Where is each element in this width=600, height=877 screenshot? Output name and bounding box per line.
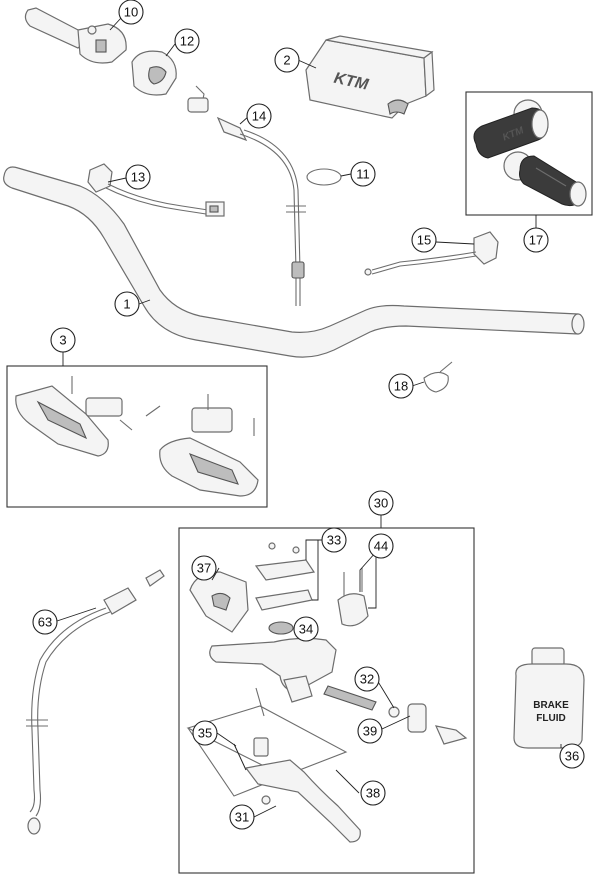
callout-number: 44 [374,539,388,554]
throttle-grip-part [24,7,127,64]
callout-31: 31 [229,804,255,830]
handlebar-pad-part: KTM [305,35,435,119]
brake-fluid-bottle: BRAKE FLUID [513,647,585,749]
callout-32: 32 [354,666,380,692]
callout-number: 2 [283,53,290,68]
callout-number: 31 [235,810,249,825]
grip-lower [503,151,587,207]
leader-lines [56,17,562,818]
handguard-left [15,385,109,457]
callout-15: 15 [411,227,437,253]
piston-kit-part [323,685,468,745]
callout-12: 12 [174,28,200,54]
callout-38: 38 [360,780,386,806]
clamp-part [337,568,369,627]
callout-34: 34 [293,616,319,642]
grip-upper: KTM [473,99,549,159]
clutch-cable-part [26,569,165,835]
cable-tie-part [423,361,453,393]
callout-number: 38 [366,786,380,801]
handguard-mounts [71,376,255,436]
callout-33: 33 [321,527,347,553]
throttle-cable-part [187,85,306,306]
callout-36: 36 [559,743,585,769]
callout-30: 30 [368,490,394,516]
master-cylinder-body [209,637,337,703]
hot-start-switch-part [364,231,499,276]
o-ring-part [306,168,342,186]
callout-number: 34 [299,622,313,637]
callout-44: 44 [368,533,394,559]
callout-number: 12 [180,34,194,49]
callout-10: 10 [118,0,144,25]
callout-number: 35 [198,726,212,741]
adjuster-part [233,687,269,771]
callout-number: 14 [252,109,266,124]
callout-number: 1 [123,297,130,312]
handguard-box [6,365,268,508]
throttle-cover-part [131,50,177,96]
callout-2: 2 [274,47,300,73]
callout-number: 18 [394,379,408,394]
callout-number: 36 [565,749,579,764]
callout-18: 18 [388,373,414,399]
callout-17: 17 [523,227,549,253]
callout-number: 33 [327,533,341,548]
callout-37: 37 [191,555,217,581]
callout-3: 3 [50,327,76,353]
callout-number: 17 [529,233,543,248]
brake-master-box [178,527,475,874]
callout-number: 30 [374,496,388,511]
callout-number: 3 [59,333,66,348]
handlebar-part [3,166,585,358]
reservoir-cover-part [254,542,316,611]
callout-13: 13 [125,164,151,190]
handguard-right [159,437,259,497]
callout-number: 13 [131,170,145,185]
lever-bracket-part [189,571,249,633]
pad-logo: KTM [332,70,370,94]
kill-switch-part [87,163,225,217]
callout-39: 39 [357,718,383,744]
callout-11: 11 [350,161,376,187]
fluid-label-line1: BRAKE [533,700,569,711]
callout-number: 15 [417,233,431,248]
callout-63: 63 [32,609,58,635]
callout-number: 63 [38,615,52,630]
callout-number: 10 [124,5,138,20]
callout-35: 35 [192,720,218,746]
brake-lever-part [244,759,361,843]
callout-14: 14 [246,103,272,129]
callout-number: 37 [197,561,211,576]
callout-number: 32 [360,672,374,687]
callout-number: 39 [363,724,377,739]
callout-number: 11 [356,167,370,182]
grips-box: KTM [465,91,593,216]
fluid-label-line2: FLUID [536,713,565,724]
callout-1: 1 [114,291,140,317]
diaphragm-part [268,621,294,635]
